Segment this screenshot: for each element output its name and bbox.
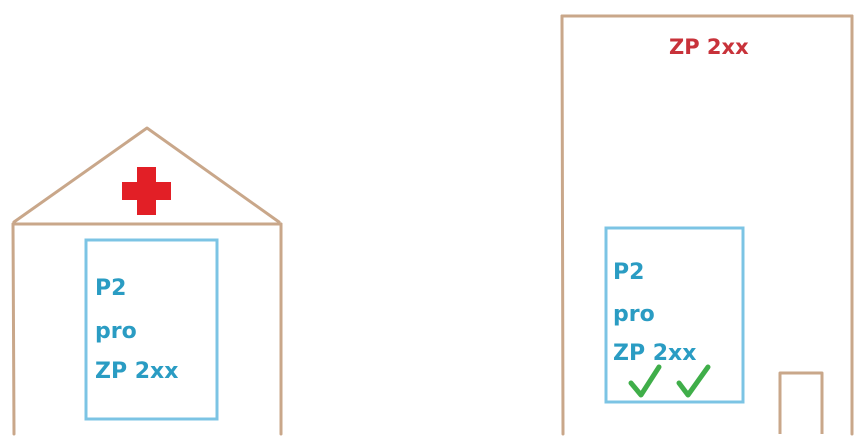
office-door xyxy=(780,373,822,434)
office-document-line: P2 xyxy=(613,262,644,284)
clinic-document-line: P2 xyxy=(95,278,126,300)
check-icon xyxy=(631,367,659,395)
office-document-line: ZP 2xx xyxy=(613,343,696,365)
office-label: ZP 2xx xyxy=(669,37,749,58)
office-left-wall xyxy=(562,16,563,434)
office-document-line: pro xyxy=(613,304,655,326)
red-cross-icon xyxy=(122,167,171,215)
check-icon xyxy=(679,367,708,395)
clinic-document-line: ZP 2xx xyxy=(95,361,178,383)
office-building xyxy=(562,16,852,434)
clinic-building xyxy=(13,128,281,434)
clinic-left-wall xyxy=(13,224,14,434)
clinic-document-line: pro xyxy=(95,321,137,343)
